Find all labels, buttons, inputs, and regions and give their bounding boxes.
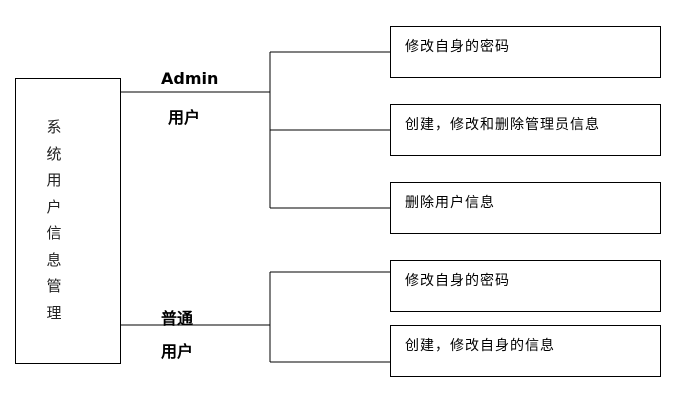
normal-label-line2: 用户	[161, 342, 194, 361]
admin-item-box: 创建，修改和删除管理员信息	[390, 104, 661, 156]
normal-item-box: 修改自身的密码	[390, 260, 661, 312]
root-node	[15, 78, 121, 364]
root-node-label: 系统用户信息管理	[46, 118, 62, 322]
admin-item-label: 创建，修改和删除管理员信息	[405, 117, 600, 133]
admin-label-line1: Admin	[161, 69, 219, 88]
admin-item-label: 修改自身的密码	[405, 39, 510, 55]
normal-item-label: 创建，修改自身的信息	[405, 338, 555, 354]
normal-item-box: 创建，修改自身的信息	[390, 325, 661, 377]
admin-item-box: 删除用户信息	[390, 182, 661, 234]
normal-item-label: 修改自身的密码	[405, 273, 510, 289]
admin-item-box: 修改自身的密码	[390, 26, 661, 78]
admin-item-label: 删除用户信息	[405, 195, 495, 211]
admin-label-line2: 用户	[168, 108, 201, 127]
normal-label-line1: 普通	[161, 309, 194, 328]
